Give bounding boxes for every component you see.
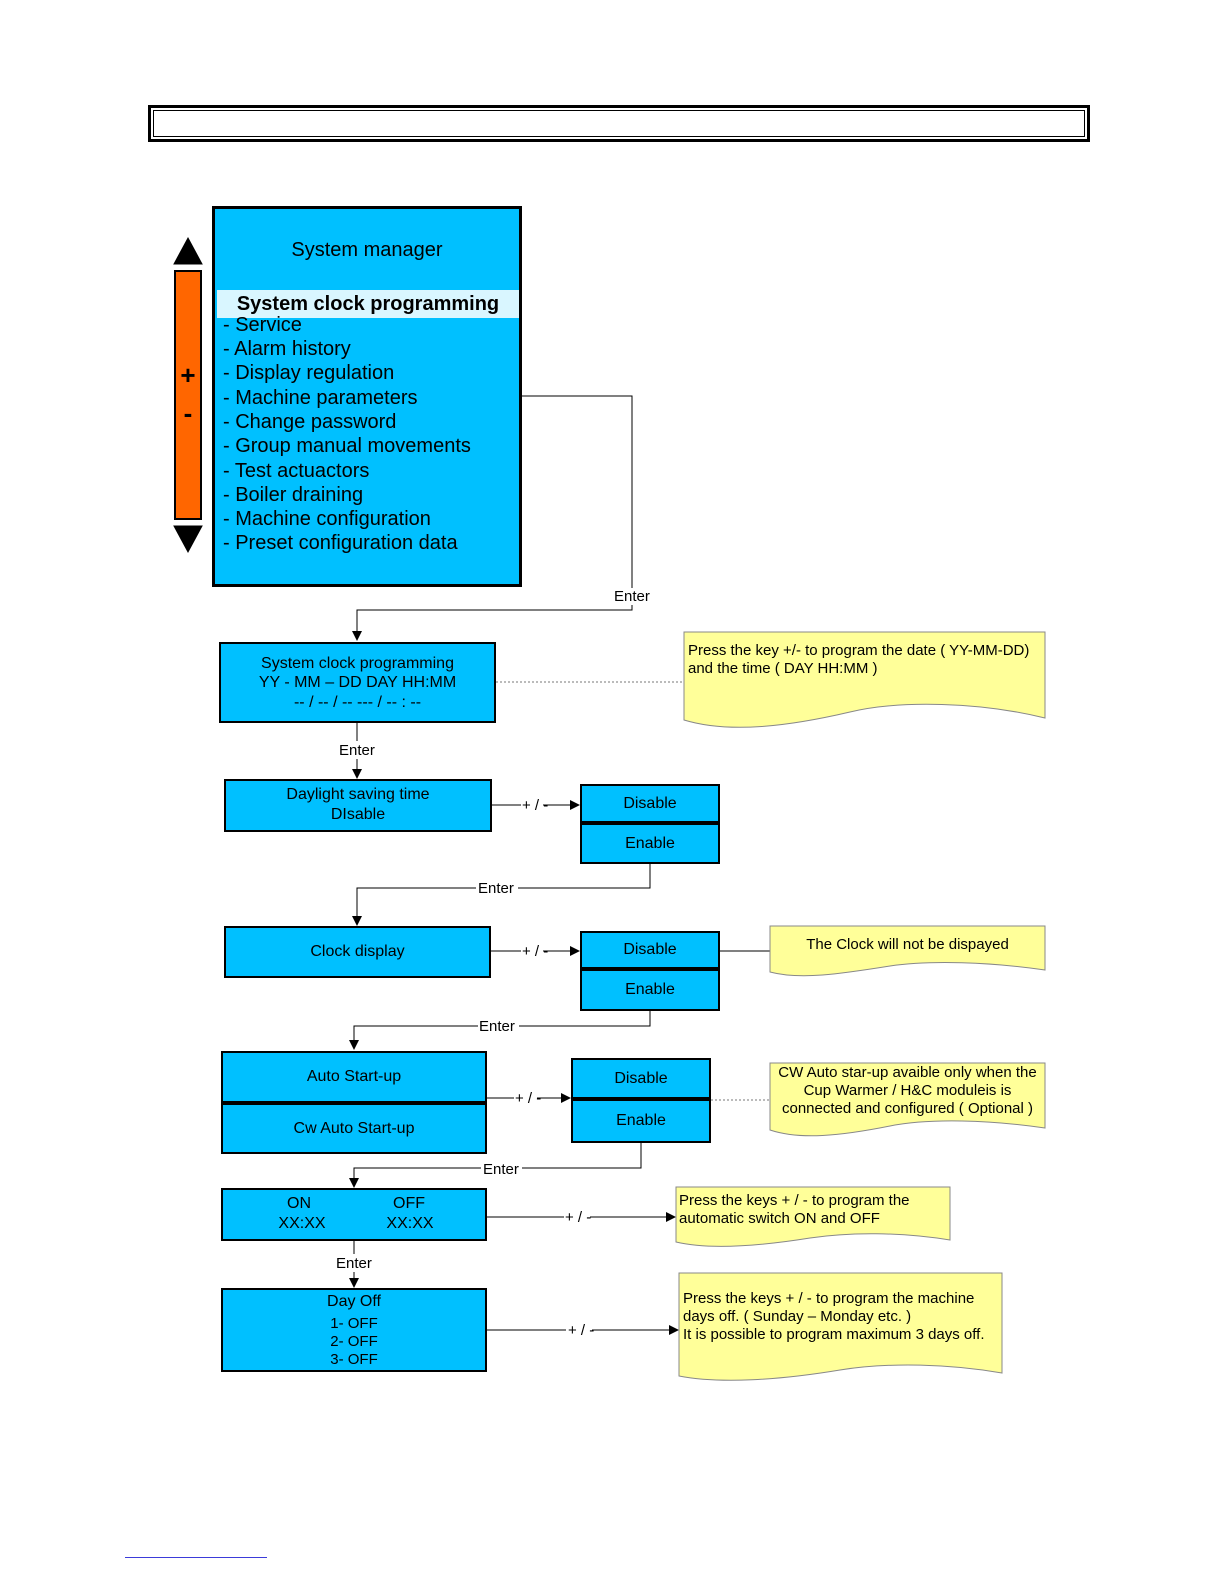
note-clock-line: Press the key +/- to program the date ( …	[688, 642, 1030, 659]
note-onoff-line: automatic switch ON and OFF	[679, 1210, 880, 1227]
menu-item[interactable]: - Service	[223, 314, 302, 336]
note-dayoff-line: It is possible to program maximum 3 days…	[683, 1326, 985, 1343]
enable-option[interactable]: Enable	[580, 823, 720, 864]
menu-item[interactable]: - Machine configuration	[223, 508, 431, 530]
plus-minus-label: + / -	[565, 1209, 592, 1226]
menu-item[interactable]: - Alarm history	[223, 338, 351, 360]
cw-auto-startup-box[interactable]: Cw Auto Start-up	[221, 1103, 487, 1154]
scroll-bar[interactable]: + -	[174, 270, 202, 520]
enable-option[interactable]: Enable	[571, 1099, 711, 1143]
plus-minus-label: + / -	[522, 943, 549, 960]
menu-item-selected[interactable]: System clock programming	[217, 290, 519, 318]
enable-option[interactable]: Enable	[580, 969, 720, 1011]
day-off-title: Day Off	[327, 1293, 381, 1310]
auto-startup-box[interactable]: Auto Start-up	[221, 1051, 487, 1103]
clock-display-box[interactable]: Clock display	[224, 926, 491, 978]
menu-item[interactable]: - Machine parameters	[223, 387, 418, 409]
daylight-saving-box[interactable]: Daylight saving time DIsable	[224, 779, 492, 832]
note-shape-cw	[769, 1062, 1046, 1137]
enter-label: Enter	[483, 1161, 519, 1178]
clock-programming-title: System clock programming	[261, 655, 454, 672]
clock-value: -- / -- / -- --- / -- : --	[293, 694, 422, 711]
clock-format-label: YY - MM – DD DAY HH:MM	[258, 674, 457, 691]
menu-item[interactable]: - Test actuactors	[223, 460, 370, 482]
disable-option[interactable]: Disable	[580, 784, 720, 823]
header-frame	[148, 105, 1090, 142]
enter-label: Enter	[336, 1255, 372, 1272]
enter-label: Enter	[339, 742, 375, 759]
note-cw-line: connected and configured ( Optional )	[782, 1100, 1033, 1117]
note-onoff-line: Press the keys + / - to program the	[679, 1192, 910, 1209]
note-shape-clock	[683, 631, 1046, 728]
note-shape-dayoff	[678, 1272, 1003, 1381]
note-cw-line: CW Auto star-up avaible only when the	[778, 1064, 1037, 1081]
clock-programming-box[interactable]: System clock programming YY - MM – DD DA…	[219, 642, 496, 723]
scroll-down-icon	[173, 525, 203, 554]
header-inner-frame	[153, 110, 1085, 137]
menu-item[interactable]: - Boiler draining	[223, 484, 364, 506]
minus-icon: -	[183, 398, 193, 428]
note-clock-line: and the time ( DAY HH:MM )	[688, 660, 878, 677]
plus-icon: +	[180, 360, 196, 390]
note-shape-onoff	[675, 1186, 951, 1247]
note-cw-line: Cup Warmer / H&C moduleis is	[803, 1082, 1012, 1099]
on-off-timer-box[interactable]: ON OFF XX:XX XX:XX	[221, 1188, 487, 1241]
on-label: ON	[287, 1195, 311, 1212]
day-off-item: 3- OFF	[330, 1351, 378, 1368]
disable-option[interactable]: Disable	[571, 1058, 711, 1099]
daylight-saving-label: Daylight saving time	[286, 786, 430, 803]
enter-label: Enter	[478, 880, 514, 897]
menu-item[interactable]: - Display regulation	[223, 362, 395, 384]
footer-line	[125, 1557, 267, 1558]
menu-item[interactable]: - Change password	[223, 411, 397, 433]
off-label: OFF	[393, 1195, 425, 1212]
day-off-item: 2- OFF	[330, 1333, 378, 1350]
scroll-up-icon	[173, 236, 203, 265]
plus-minus-label: + / -	[515, 1090, 542, 1107]
enter-label: Enter	[614, 588, 650, 605]
note-dayoff-line: days off. ( Sunday – Monday etc. )	[683, 1308, 912, 1325]
system-manager-menu: System manager System clock programming …	[212, 206, 522, 587]
note-clock-display: The Clock will not be dispayed	[806, 936, 1009, 953]
menu-item[interactable]: - Preset configuration data	[223, 532, 458, 554]
note-shape-clock-display	[769, 925, 1046, 977]
plus-minus-label: + / -	[568, 1322, 595, 1339]
daylight-saving-value: DIsable	[330, 806, 386, 823]
menu-item[interactable]: - Group manual movements	[223, 435, 471, 457]
day-off-item: 1- OFF	[330, 1315, 378, 1332]
on-time-value: XX:XX	[278, 1215, 326, 1232]
off-time-value: XX:XX	[386, 1215, 434, 1232]
enter-label: Enter	[479, 1018, 515, 1035]
day-off-box[interactable]: Day Off 1- OFF 2- OFF 3- OFF	[221, 1288, 487, 1372]
disable-option[interactable]: Disable	[580, 931, 720, 969]
plus-minus-label: + / -	[522, 797, 549, 814]
menu-title: System manager	[291, 239, 443, 261]
note-dayoff-line: Press the keys + / - to program the mach…	[683, 1290, 975, 1307]
